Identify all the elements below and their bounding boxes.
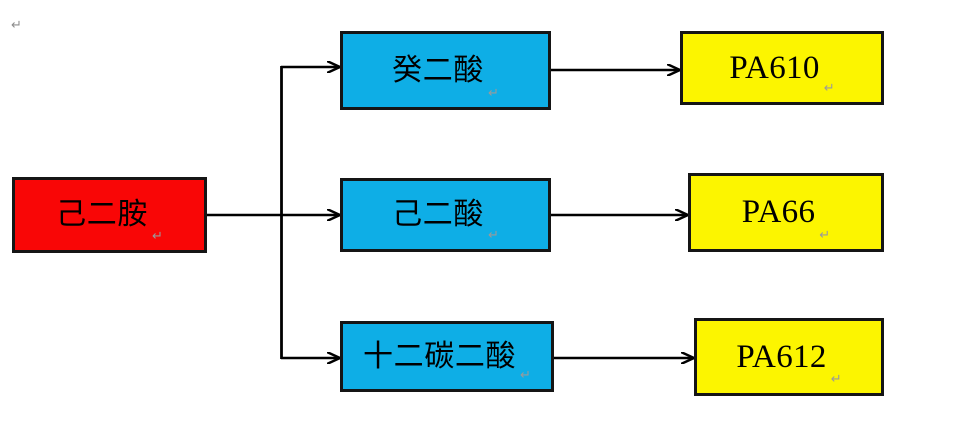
node-label: 己二胺 <box>56 198 148 231</box>
node-label: 十二碳二酸 <box>363 339 517 373</box>
node-source-hexamethylenediamine[interactable]: 己二胺 ↵ <box>12 177 207 253</box>
node-intermediate-sebacic-acid[interactable]: 癸二酸 ↵ <box>340 31 551 110</box>
paragraph-mark-icon: ↵ <box>11 17 22 32</box>
node-product-pa610[interactable]: PA610 ↵ <box>680 31 884 105</box>
node-label: PA610 <box>729 49 820 86</box>
paragraph-mark-icon: ↵ <box>823 80 835 95</box>
paragraph-mark-icon: ↵ <box>487 227 499 242</box>
paragraph-mark-icon: ↵ <box>151 228 163 243</box>
paragraph-mark-icon: ↵ <box>487 85 499 100</box>
node-product-pa66[interactable]: PA66 ↵ <box>688 173 884 252</box>
node-intermediate-dodecanedioic-acid[interactable]: 十二碳二酸 ↵ <box>340 321 554 392</box>
node-label: PA66 <box>741 194 816 230</box>
node-label: PA612 <box>736 338 827 375</box>
paragraph-mark-icon: ↵ <box>520 367 531 382</box>
node-product-pa612[interactable]: PA612 ↵ <box>694 318 884 396</box>
node-label: 己二酸 <box>392 198 484 231</box>
node-intermediate-adipic-acid[interactable]: 己二酸 ↵ <box>340 178 551 252</box>
paragraph-mark-icon: ↵ <box>819 227 831 242</box>
paragraph-mark-icon: ↵ <box>830 371 842 386</box>
node-label: 癸二酸 <box>392 53 484 87</box>
